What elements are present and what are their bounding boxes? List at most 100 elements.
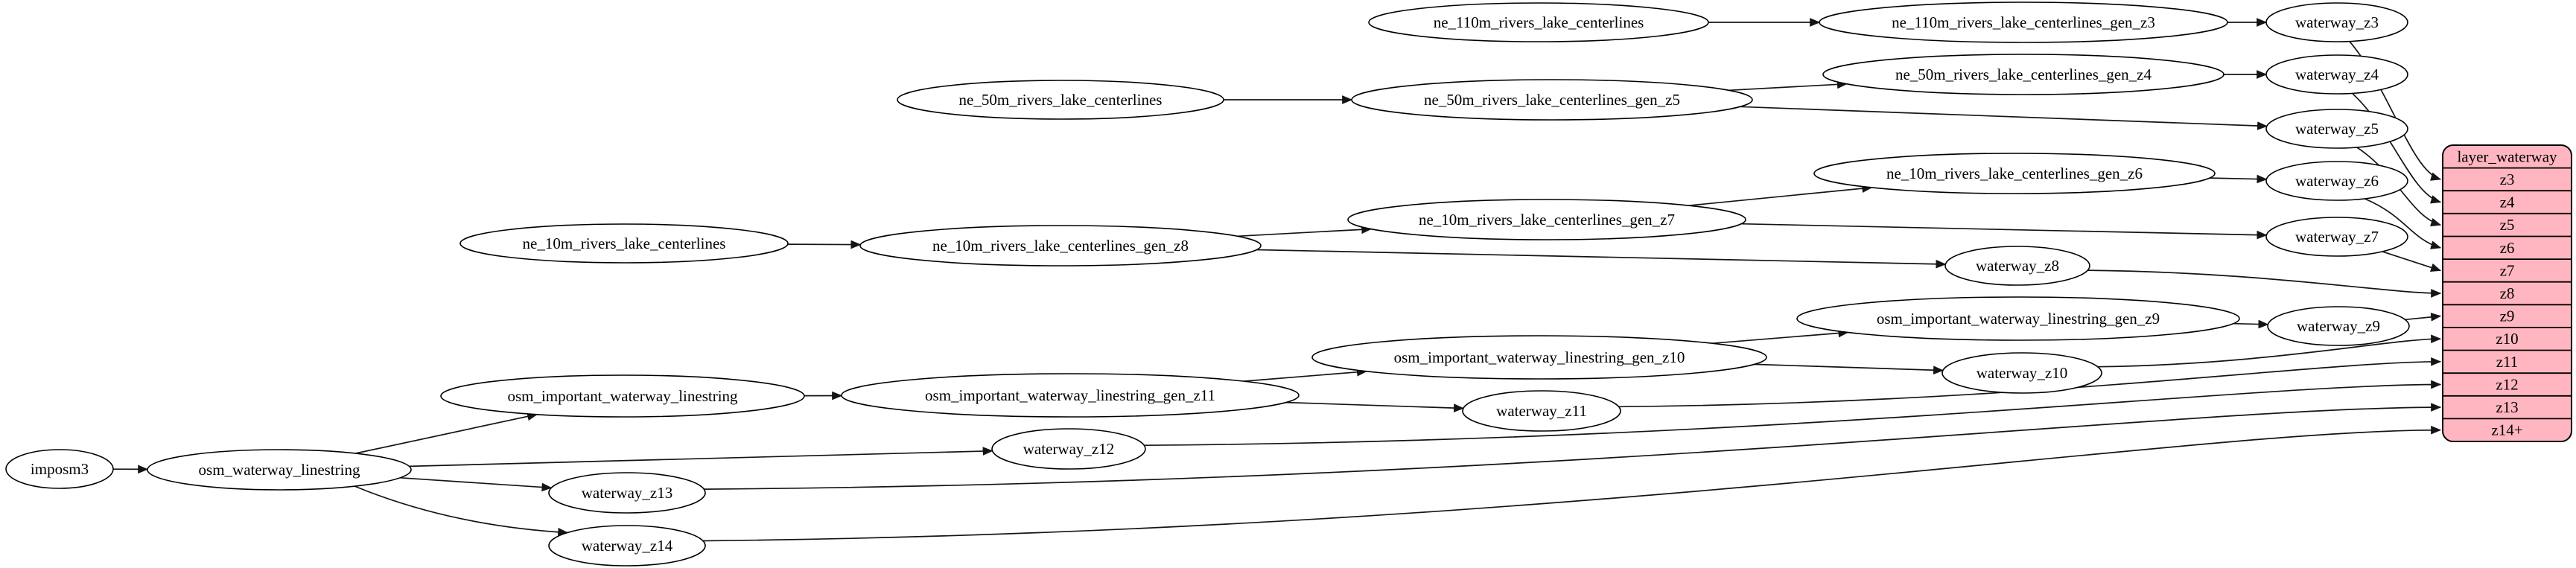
node-ellipse-waterway_z9 — [2267, 306, 2410, 346]
node-ne_50m_rivers_lake_centerlines: ne_50m_rivers_lake_centerlines — [897, 80, 1224, 120]
node-ne_110m_rivers_lake_centerlines: ne_110m_rivers_lake_centerlines — [1368, 2, 1709, 42]
node-ellipse-ne_10m_rivers_lake_centerlines — [459, 223, 789, 264]
node-waterway_z10: waterway_z10 — [1941, 352, 2102, 394]
node-label-osm_important_waterway_linestring_gen_z9: osm_important_waterway_linestring_gen_z9 — [1877, 310, 2160, 328]
node-ne_10m_rivers_lake_centerlines: ne_10m_rivers_lake_centerlines — [459, 223, 789, 264]
edge-ne_10m_rivers_lake_centerlines_gen_z7-to-ne_10m_rivers_lake_centerlines_gen_z6 — [1688, 184, 1873, 206]
node-label-osm_important_waterway_linestring: osm_important_waterway_linestring — [507, 387, 738, 405]
node-label-waterway_z9: waterway_z9 — [2297, 317, 2380, 335]
node-label-waterway_z13: waterway_z13 — [582, 484, 672, 502]
edge-waterway_z4-to-layer_waterway-z4 — [2352, 92, 2442, 204]
node-waterway_z6: waterway_z6 — [2265, 161, 2408, 201]
record-layer_waterway: layer_waterwayz3z4z5z6z7z8z9z10z11z12z13… — [2442, 144, 2572, 442]
edge-waterway_z13-to-layer_waterway-z13 — [704, 403, 2442, 490]
node-label-ne_50m_rivers_lake_centerlines_gen_z4: ne_50m_rivers_lake_centerlines_gen_z4 — [1895, 66, 2152, 83]
node-ellipse-waterway_z5 — [2265, 109, 2408, 149]
node-label-waterway_z11: waterway_z11 — [1496, 402, 1587, 420]
node-label-waterway_z14: waterway_z14 — [582, 537, 673, 555]
node-label-waterway_z5: waterway_z5 — [2295, 120, 2379, 138]
node-osm_important_waterway_linestring_gen_z9: osm_important_waterway_linestring_gen_z9 — [1796, 296, 2240, 341]
record-row-z13: z13 — [2496, 398, 2518, 416]
node-label-imposm3: imposm3 — [31, 460, 89, 478]
node-label-waterway_z8: waterway_z8 — [1976, 257, 2059, 275]
node-ellipse-ne_10m_rivers_lake_centerlines_gen_z6 — [1813, 153, 2216, 194]
node-label-ne_10m_rivers_lake_centerlines_gen_z6: ne_10m_rivers_lake_centerlines_gen_z6 — [1886, 165, 2143, 182]
node-waterway_z7: waterway_z7 — [2265, 217, 2408, 257]
node-waterway_z4: waterway_z4 — [2265, 54, 2408, 95]
edge-waterway_z10-to-layer_waterway-z10 — [2097, 334, 2442, 368]
node-osm_waterway_linestring: osm_waterway_linestring — [147, 449, 412, 491]
node-ellipse-waterway_z14 — [548, 525, 706, 567]
node-ellipse-waterway_z7 — [2265, 217, 2408, 257]
node-ne_50m_rivers_lake_centerlines_gen_z4: ne_50m_rivers_lake_centerlines_gen_z4 — [1822, 54, 2224, 95]
node-label-ne_110m_rivers_lake_centerlines: ne_110m_rivers_lake_centerlines — [1434, 13, 1644, 31]
record-row-z6: z6 — [2500, 239, 2515, 257]
node-label-ne_10m_rivers_lake_centerlines_gen_z7: ne_10m_rivers_lake_centerlines_gen_z7 — [1419, 211, 1675, 229]
edge-ne_10m_rivers_lake_centerlines_gen_z8-to-ne_10m_rivers_lake_centerlines_gen_z7 — [1237, 225, 1373, 237]
edge-waterway_z7-to-layer_waterway-z7 — [2382, 251, 2442, 272]
record-header-label: layer_waterway — [2457, 147, 2557, 165]
node-label-osm_waterway_linestring: osm_waterway_linestring — [199, 461, 360, 479]
node-label-osm_important_waterway_linestring_gen_z10: osm_important_waterway_linestring_gen_z1… — [1394, 348, 1685, 366]
node-ne_10m_rivers_lake_centerlines_gen_z7: ne_10m_rivers_lake_centerlines_gen_z7 — [1347, 199, 1746, 240]
edge-waterway_z11-to-layer_waterway-z11 — [1618, 357, 2442, 408]
node-osm_important_waterway_linestring: osm_important_waterway_linestring — [440, 374, 805, 418]
node-ellipse-waterway_z4 — [2265, 54, 2408, 95]
node-ellipse-ne_50m_rivers_lake_centerlines — [897, 80, 1224, 120]
edge-osm_important_waterway_linestring_gen_z10-to-osm_important_waterway_linestring_gen_z9 — [1712, 328, 1849, 345]
node-ne_10m_rivers_lake_centerlines_gen_z8: ne_10m_rivers_lake_centerlines_gen_z8 — [859, 225, 1262, 267]
node-label-ne_50m_rivers_lake_centerlines_gen_z5: ne_50m_rivers_lake_centerlines_gen_z5 — [1424, 91, 1680, 109]
node-label-osm_important_waterway_linestring_gen_z11: osm_important_waterway_linestring_gen_z1… — [925, 386, 1215, 404]
edge-osm_waterway_linestring-to-waterway_z14 — [354, 485, 569, 537]
node-waterway_z8: waterway_z8 — [1944, 246, 2090, 286]
node-label-waterway_z6: waterway_z6 — [2295, 172, 2379, 190]
node-ellipse-waterway_z6 — [2265, 161, 2408, 201]
node-osm_important_waterway_linestring_gen_z11: osm_important_waterway_linestring_gen_z1… — [841, 373, 1300, 418]
record-row-z14+: z14+ — [2491, 421, 2522, 439]
node-ellipse-osm_important_waterway_linestring_gen_z9 — [1796, 296, 2240, 341]
edge-ne_50m_rivers_lake_centerlines_gen_z5-to-waterway_z5 — [1740, 106, 2268, 130]
node-ellipse-ne_50m_rivers_lake_centerlines_gen_z4 — [1822, 54, 2224, 95]
record-row-z3: z3 — [2500, 170, 2515, 188]
record-row-z9: z9 — [2500, 307, 2515, 325]
edge-waterway_z12-to-layer_waterway-z12 — [1144, 380, 2442, 447]
node-ellipse-waterway_z3 — [2265, 2, 2408, 42]
record-row-z8: z8 — [2500, 284, 2515, 302]
edge-ne_10m_rivers_lake_centerlines-to-ne_10m_rivers_lake_centerlines_gen_z8 — [787, 240, 862, 249]
edge-osm_waterway_linestring-to-osm_important_waterway_linestring — [355, 412, 538, 454]
edge-osm_important_waterway_linestring_gen_z11-to-waterway_z11 — [1285, 401, 1465, 412]
record-row-z12: z12 — [2496, 376, 2518, 394]
edge-osm_important_waterway_linestring_gen_z11-to-osm_important_waterway_linestring_gen_z10 — [1244, 368, 1367, 382]
edge-waterway_z8-to-layer_waterway-z8 — [2087, 269, 2442, 298]
node-osm_important_waterway_linestring_gen_z10: osm_important_waterway_linestring_gen_z1… — [1311, 335, 1767, 380]
edge-ne_50m_rivers_lake_centerlines_gen_z5-to-ne_50m_rivers_lake_centerlines_gen_z4 — [1729, 80, 1848, 92]
node-ellipse-waterway_z12 — [991, 428, 1146, 470]
node-ellipse-ne_110m_rivers_lake_centerlines — [1368, 2, 1709, 42]
node-ellipse-waterway_z10 — [1941, 352, 2102, 394]
node-waterway_z9: waterway_z9 — [2267, 306, 2410, 346]
node-layer: imposm3 osm_waterway_linestring osm_import… — [5, 1, 2410, 567]
node-ellipse-osm_waterway_linestring — [147, 449, 412, 491]
node-waterway_z11: waterway_z11 — [1462, 390, 1621, 432]
node-ellipse-waterway_z8 — [1944, 246, 2090, 286]
node-ne_110m_rivers_lake_centerlines_gen_z3: ne_110m_rivers_lake_centerlines_gen_z3 — [1819, 1, 2228, 43]
node-label-ne_110m_rivers_lake_centerlines_gen_z3: ne_110m_rivers_lake_centerlines_gen_z3 — [1892, 13, 2155, 31]
node-waterway_z3: waterway_z3 — [2265, 2, 2408, 42]
node-ellipse-osm_important_waterway_linestring_gen_z10 — [1311, 335, 1767, 380]
node-ellipse-ne_50m_rivers_lake_centerlines_gen_z5 — [1351, 79, 1753, 121]
edge-waterway_z9-to-layer_waterway-z9 — [2405, 313, 2442, 322]
edge-osm_important_waterway_linestring_gen_z10-to-waterway_z10 — [1754, 363, 1944, 375]
edge-ne_10m_rivers_lake_centerlines_gen_z6-to-waterway_z6 — [2210, 174, 2268, 184]
record-row-z7: z7 — [2500, 261, 2515, 279]
node-label-waterway_z7: waterway_z7 — [2295, 228, 2379, 246]
edge-osm_waterway_linestring-to-waterway_z12 — [409, 447, 993, 468]
record-body — [2442, 144, 2572, 442]
node-label-ne_10m_rivers_lake_centerlines_gen_z8: ne_10m_rivers_lake_centerlines_gen_z8 — [932, 237, 1189, 255]
node-label-waterway_z4: waterway_z4 — [2295, 66, 2379, 83]
node-ellipse-ne_110m_rivers_lake_centerlines_gen_z3 — [1819, 1, 2228, 43]
node-ne_10m_rivers_lake_centerlines_gen_z6: ne_10m_rivers_lake_centerlines_gen_z6 — [1813, 153, 2216, 194]
node-ellipse-imposm3 — [5, 449, 114, 489]
record-row-z5: z5 — [2500, 216, 2515, 234]
